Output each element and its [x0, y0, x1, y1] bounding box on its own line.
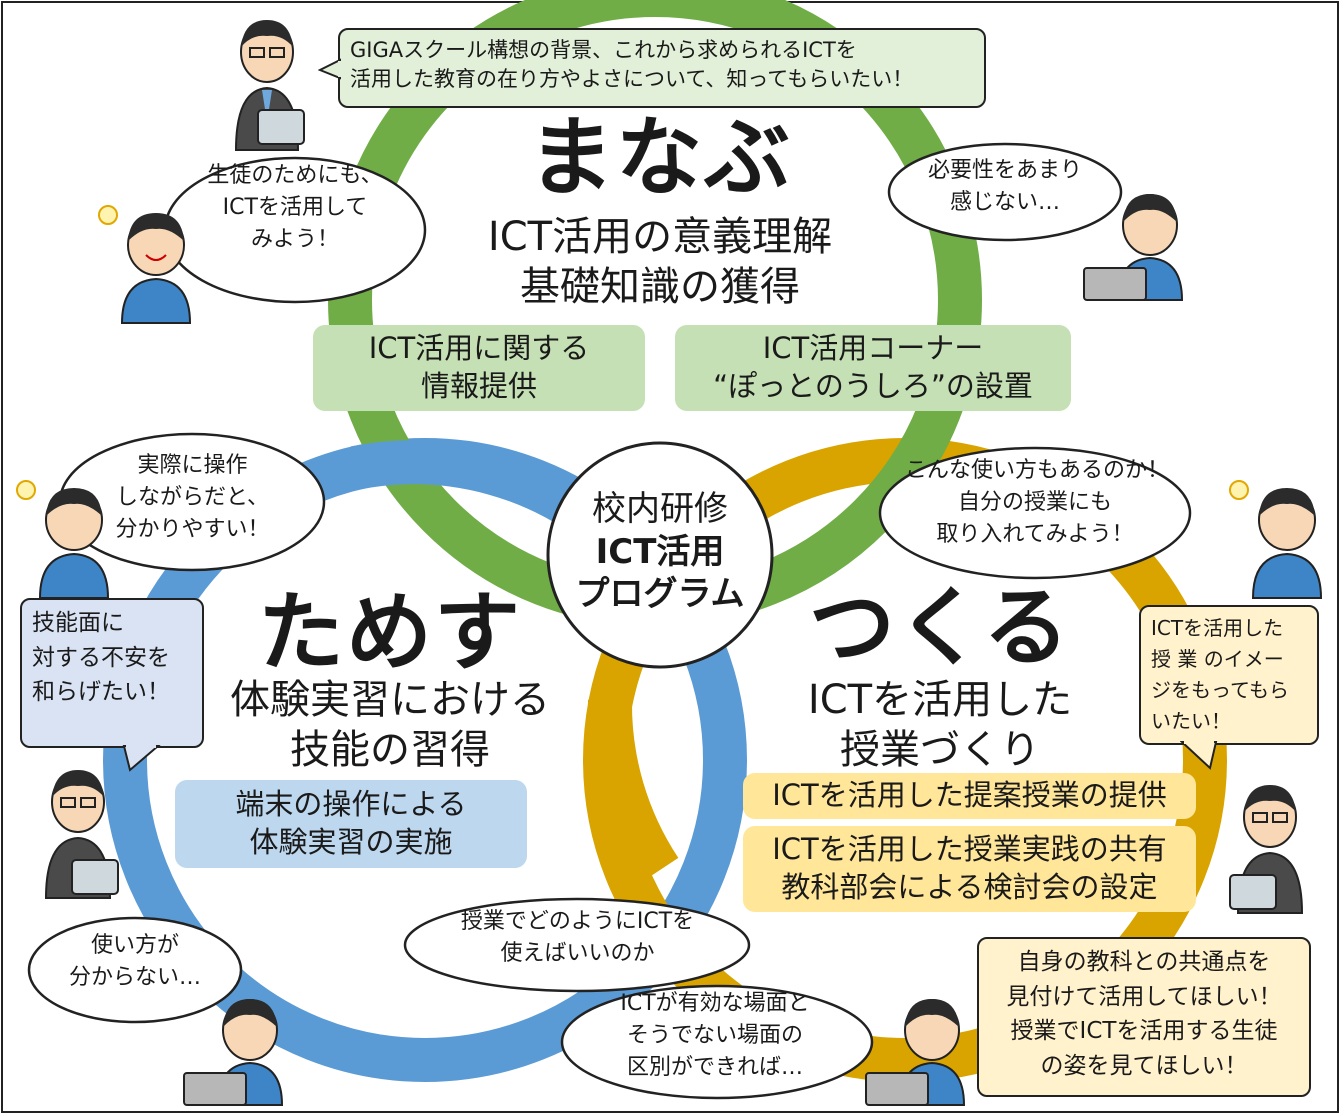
worried-teacher-br [865, 999, 966, 1106]
manabu-title: まなぶ [528, 108, 792, 208]
tamesu-subtitle: 体験実習における 技能の習得 [200, 675, 580, 775]
left-speech-tail [122, 744, 161, 772]
cloud-ml-line1: 実際に操作 [137, 453, 248, 478]
br-speech-line1: 自身の教科との共通点を [1017, 949, 1271, 975]
br-speech-line3: 授業でICTを活用する生徒 [1010, 1018, 1278, 1044]
cloud-top-right [887, 142, 1123, 242]
left-speech-line3: 和らげたい！ [32, 679, 170, 705]
tamesu-box-practice: 端末の操作による体験実習の実施 [175, 780, 527, 868]
tsukuru-box2-line1: ICTを活用した授業実践の共有 [772, 832, 1167, 867]
cloud-bl-line1: 使い方が [90, 933, 179, 958]
manabu-sub1: ICT活用の意義理解 [487, 214, 833, 260]
right-speech-line1: ICTを活用した [1151, 616, 1284, 640]
br-speech-line4: の姿を見てほしい！ [1040, 1052, 1248, 1079]
tsukuru-sub2: 授業づくり [840, 727, 1040, 773]
cloud-mr-line1: こんな使い方もあるのか！ [905, 458, 1170, 483]
right-speech-line3: ジをもってもら [1151, 678, 1289, 702]
cloud-bc2-line3: 区別ができれば… [626, 1054, 803, 1080]
cloud-tr-line1: 必要性をあまり [927, 158, 1082, 183]
manabu-sub2: 基礎知識の獲得 [520, 264, 800, 310]
manabu-box1-line1: ICT活用に関する [368, 331, 590, 366]
teacher-figure-right [1229, 785, 1304, 914]
right-speech-tail [1180, 740, 1218, 770]
cloud-tr-line2: 感じない… [949, 189, 1060, 215]
tsukuru-box-demo: ICTを活用した提案授業の提供 [743, 773, 1196, 819]
cloud-tl-line2: ICTを活用して [222, 194, 368, 220]
cloud-bl-text: 使い方が 分からない… [40, 930, 230, 994]
tamesu-box1-line2: 体験実習の実施 [249, 825, 453, 859]
manabu-box-corner: ICT活用コーナー“ぽっとのうしろ”の設置 [675, 325, 1071, 411]
left-speech-line1: 技能面に [32, 610, 124, 636]
br-speech-line2: 見付けて活用してほしい！ [1006, 983, 1282, 1010]
tsukuru-box-share: ICTを活用した授業実践の共有教科部会による検討会の設定 [743, 826, 1196, 912]
teacher-figure-left [44, 770, 119, 899]
cloud-ml-text: 実際に操作 しながらだと、 分かりやすい！ [90, 450, 295, 546]
cloud-bc2-line1: ICTが有効な場面と [620, 991, 810, 1016]
cloud-mid-right [878, 446, 1192, 580]
cloud-bc1-line1: 授業でどのようにICTを [460, 909, 695, 934]
right-speech-bubble: ICTを活用した 授 業 のイメー ジをもってもら いたい！ [1139, 605, 1319, 745]
manabu-box1-line2: 情報提供 [420, 369, 537, 403]
left-speech-line2: 対する不安を [32, 644, 170, 671]
cloud-bc2-line2: そうでない場面の [626, 1022, 803, 1048]
tamesu-box1-line1: 端末の操作による [235, 787, 467, 822]
gold-ring-overlap [587, 699, 679, 883]
right-speech-line2: 授 業 のイメー [1151, 647, 1284, 671]
student-figure-tl [98, 205, 192, 324]
cloud-tl-text: 生徒のためにも、 ICTを活用して みよう！ [180, 160, 410, 256]
tsukuru-box1-text: ICTを活用した提案授業の提供 [772, 778, 1167, 813]
manabu-box2-line1: ICT活用コーナー [762, 331, 984, 366]
worried-teacher-tr [1083, 194, 1184, 301]
manabu-box-info: ICT活用に関する情報提供 [313, 325, 645, 411]
cloud-bc1-line2: 使えばいいのか [500, 940, 655, 966]
top-speech-line1: GIGAスクール構想の背景、これから求められるICTを [350, 38, 857, 62]
tsukuru-box2-line2: 教科部会による検討会の設定 [781, 870, 1158, 904]
teacher-figure-top [234, 20, 305, 151]
manabu-box2-line2: “ぽっとのうしろ”の設置 [713, 369, 1033, 403]
worried-teacher-bl [183, 999, 284, 1106]
cloud-tl-line3: みよう！ [250, 226, 339, 252]
center-circle [546, 441, 774, 669]
tsukuru-title: つくる [808, 578, 1072, 678]
cloud-tl-line1: 生徒のためにも、 [207, 163, 383, 188]
top-speech-bubble: GIGAスクール構想の背景、これから求められるICTを 活用した教育の在り方やよ… [338, 28, 986, 108]
tamesu-sub1: 体験実習における [230, 677, 550, 723]
tsukuru-subtitle: ICTを活用した 授業づくり [760, 675, 1120, 775]
tamesu-title: ためす [258, 583, 522, 683]
cloud-bc2-text: ICTが有効な場面と そうでない場面の 区別ができれば… [580, 988, 850, 1084]
bottom-right-speech-bubble: 自身の教科との共通点を 見付けて活用してほしい！ 授業でICTを活用する生徒 の… [977, 937, 1311, 1097]
cloud-bottom-center-2 [560, 984, 874, 1100]
cloud-mr-text: こんな使い方もあるのか！ 自分の授業にも 取り入れてみよう！ [905, 455, 1170, 551]
cloud-ml-line2: しながらだと、 [115, 484, 270, 510]
center-line2: ICT活用 [595, 531, 725, 572]
top-speech-tail [318, 58, 342, 80]
right-speech-line4: いたい！ [1151, 709, 1231, 733]
cloud-bottom-center-1 [403, 897, 751, 993]
center-line1: 校内研修 [592, 489, 728, 529]
cloud-tr-text: 必要性をあまり 感じない… [895, 155, 1115, 219]
manabu-subtitle: ICT活用の意義理解 基礎知識の獲得 [430, 212, 890, 312]
top-speech-line2: 活用した教育の在り方やよさについて、知ってもらいたい！ [350, 67, 914, 92]
tsukuru-sub1: ICTを活用した [807, 677, 1073, 723]
tamesu-sub2: 技能の習得 [290, 727, 490, 773]
cloud-bottom-left [27, 916, 243, 1024]
student-figure-mr [1229, 480, 1323, 599]
student-figure-ml [16, 480, 110, 599]
cloud-mr-line3: 取り入れてみよう！ [936, 521, 1134, 547]
center-label: 校内研修 ICT活用 プログラム [560, 488, 760, 616]
center-line3: プログラム [575, 574, 745, 614]
left-speech-bubble: 技能面に 対する不安を 和らげたい！ [20, 598, 204, 748]
cloud-mr-line2: 自分の授業にも [957, 489, 1112, 515]
cloud-bl-line2: 分からない… [68, 964, 201, 990]
cloud-ml-line3: 分かりやすい！ [115, 516, 270, 542]
cloud-bc1-text: 授業でどのようにICTを 使えばいいのか [420, 906, 735, 970]
